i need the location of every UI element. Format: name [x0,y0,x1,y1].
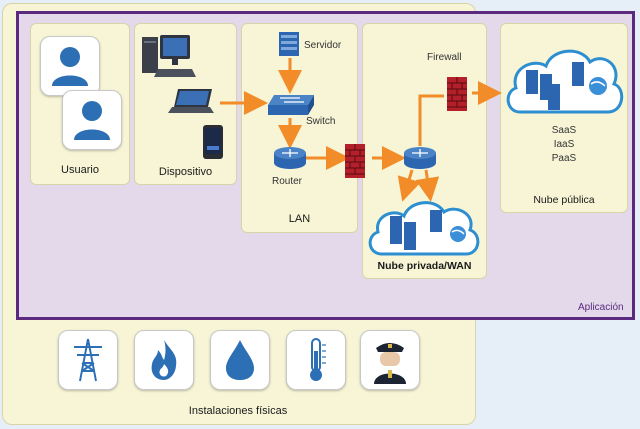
private-cloud-icon [368,201,480,256]
fire-icon [151,340,177,380]
user-tile-2 [62,90,122,150]
power-tower-icon [74,338,102,382]
router-label: Router [272,176,303,187]
power-tower-tile [58,330,118,390]
mobile-phone-icon [203,125,223,159]
desktop-computer-icon [142,35,196,77]
nube-publica-label: Nube pública [533,194,595,206]
servidor-label: Servidor [304,40,342,51]
wan-router-icon [404,147,436,169]
firewall-icon [345,144,365,178]
user-tile-1 [40,36,100,96]
saas-label: SaaS [551,125,577,136]
instalaciones-label: Instalaciones físicas [188,405,288,417]
switch-icon [268,95,314,115]
thermometer-icon [310,338,326,381]
lan-label: LAN [288,213,311,225]
usuario-label: Usuario [61,164,99,176]
router-icon [274,147,306,169]
public-cloud-icon [506,49,624,114]
fire-tile [134,330,194,390]
user-icon [52,47,88,86]
iaas-label: IaaS [553,139,575,150]
server-icon [279,32,299,56]
aplicacion-label: Aplicación [578,302,624,313]
water-tile [210,330,270,390]
firewall-2-icon [447,77,467,111]
firewall-label: Firewall [427,52,462,63]
user-icon [74,101,110,140]
laptop-icon [168,89,214,113]
security-guard-tile [360,330,420,390]
security-guard-icon [374,343,406,384]
dispositivo-label: Dispositivo [158,166,213,178]
switch-label: Switch [306,116,336,127]
thermometer-tile [286,330,346,390]
nube-privada-label: Nube privada/WAN [377,260,472,272]
paas-label: PaaS [551,153,577,164]
water-drop-icon [226,340,254,380]
